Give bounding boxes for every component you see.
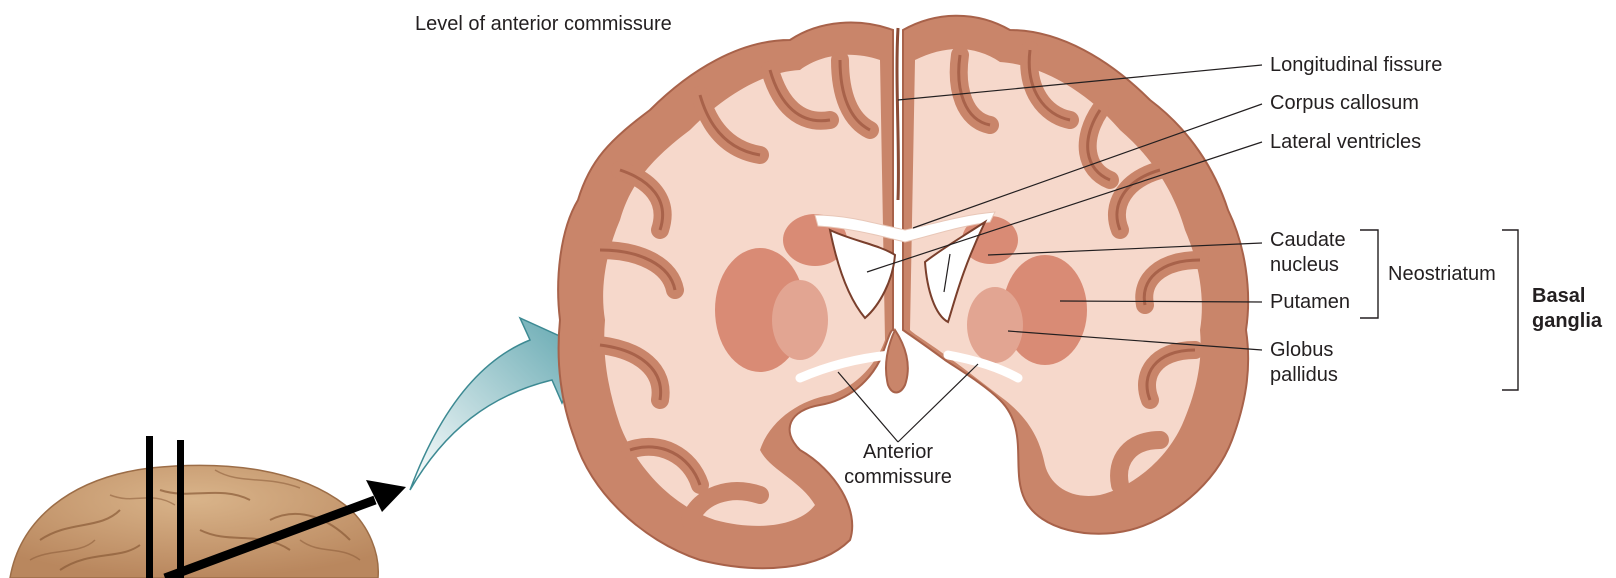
label-anterior-commissure: Anterior commissure [838, 440, 958, 490]
label-caudate-nucleus: Caudate nucleus [1270, 228, 1346, 278]
caudate-line1: Caudate [1270, 228, 1346, 253]
caudate-line2: nucleus [1270, 253, 1346, 278]
label-longitudinal-fissure: Longitudinal fissure [1270, 53, 1442, 78]
basal-line2: ganglia [1532, 309, 1602, 334]
globus-line2: pallidus [1270, 363, 1338, 388]
label-basal-ganglia: Basal ganglia [1532, 284, 1602, 334]
label-putamen: Putamen [1270, 290, 1350, 315]
right-globus-pallidus [967, 287, 1023, 363]
label-lateral-ventricles: Lateral ventricles [1270, 130, 1421, 155]
label-corpus-callosum: Corpus callosum [1270, 91, 1419, 116]
left-globus-pallidus [772, 280, 828, 360]
basal-line1: Basal [1532, 284, 1602, 309]
label-globus-pallidus: Globus pallidus [1270, 338, 1338, 388]
label-neostriatum: Neostriatum [1388, 262, 1496, 287]
basal-ganglia-bracket [1502, 230, 1518, 390]
globus-line1: Globus [1270, 338, 1338, 363]
third-ventricle-notch [886, 330, 908, 393]
neostriatum-bracket [1360, 230, 1378, 318]
longitudinal-fissure [897, 28, 898, 200]
anterior-line1: Anterior [838, 440, 958, 465]
anterior-line2: commissure [838, 465, 958, 490]
diagram-heading: Level of anterior commissure [415, 12, 672, 37]
